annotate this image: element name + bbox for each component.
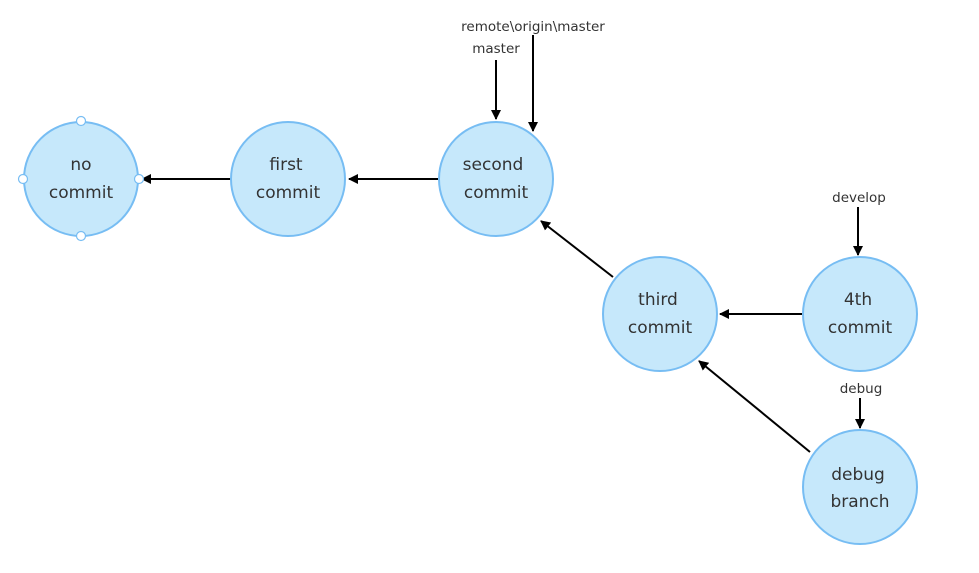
node-no-commit-line-1: no [70, 155, 91, 175]
node-second-commit[interactable]: second commit [438, 121, 554, 237]
selection-handles [17, 115, 145, 242]
label-debug[interactable]: debug [840, 381, 883, 397]
node-debug-branch-circle[interactable] [802, 429, 918, 545]
resize-handle-right[interactable] [133, 173, 145, 185]
label-master[interactable]: master [472, 41, 520, 57]
node-first-commit-line-1: first [269, 155, 303, 175]
label-arrows [491, 35, 865, 429]
label-develop[interactable]: develop [832, 190, 886, 206]
node-second-commit-circle[interactable] [438, 121, 554, 237]
node-debug-branch[interactable]: debug branch [802, 429, 918, 545]
node-second-commit-line-2: commit [464, 183, 529, 203]
edge-debug-to-third[interactable] [698, 360, 811, 453]
commit-edges [141, 174, 811, 453]
node-third-commit-line-1: third [638, 290, 678, 310]
ref-labels: remote\origin\master master develop debu… [461, 19, 886, 397]
node-4th-commit-line-1: 4th [844, 290, 872, 310]
node-4th-commit[interactable]: 4th commit [802, 256, 918, 372]
node-4th-commit-line-2: commit [828, 318, 893, 338]
node-debug-branch-line-1: debug [831, 465, 885, 485]
node-third-commit-line-2: commit [628, 318, 693, 338]
resize-handle-top[interactable] [75, 115, 87, 127]
node-first-commit[interactable]: first commit [230, 121, 346, 237]
edge-third-to-second[interactable] [540, 220, 614, 278]
node-first-commit-circle[interactable] [230, 121, 346, 237]
node-third-commit-circle[interactable] [602, 256, 718, 372]
node-first-commit-line-2: commit [256, 183, 321, 203]
node-third-commit[interactable]: third commit [602, 256, 718, 372]
node-debug-branch-line-2: branch [830, 492, 889, 512]
node-no-commit-line-2: commit [49, 183, 114, 203]
node-no-commit-circle[interactable] [23, 121, 139, 237]
node-second-commit-line-1: second [463, 155, 524, 175]
resize-handle-left[interactable] [17, 173, 29, 185]
label-remote-origin-master[interactable]: remote\origin\master [461, 19, 605, 35]
node-no-commit[interactable]: no commit [23, 121, 139, 237]
resize-handle-bottom[interactable] [75, 230, 87, 242]
node-4th-commit-circle[interactable] [802, 256, 918, 372]
